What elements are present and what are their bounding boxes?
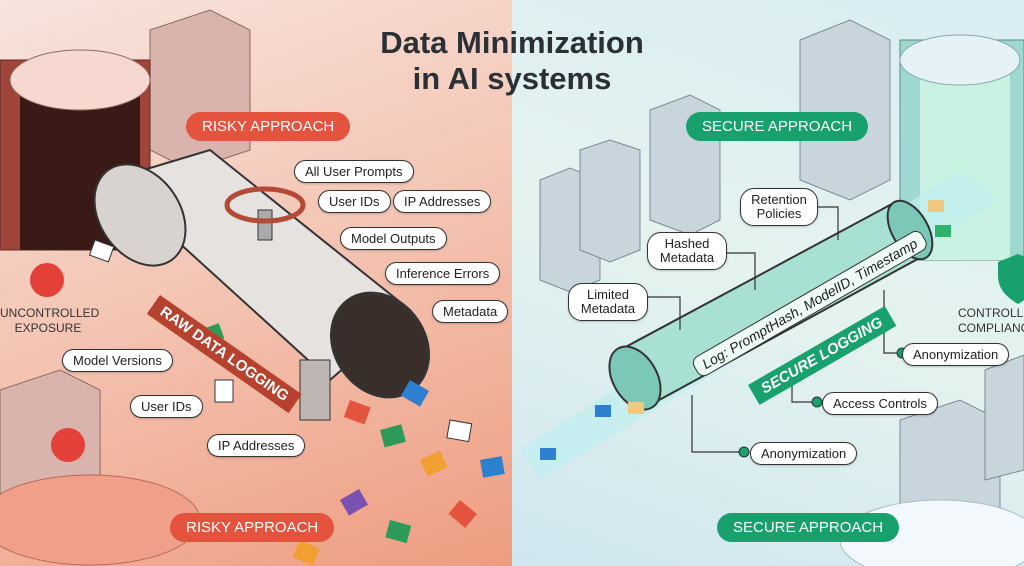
label-anonymization: Anonymization bbox=[902, 343, 1010, 366]
cloud-icon bbox=[899, 34, 1021, 86]
distressed-face-icon bbox=[51, 428, 85, 462]
risky-approach-badge-top: RISKY APPROACH bbox=[186, 112, 351, 141]
cloud-icon bbox=[9, 49, 151, 111]
label-model-outputs: Model Outputs bbox=[340, 227, 447, 250]
raw-data-pipe bbox=[93, 148, 431, 421]
label-metadata: Metadata bbox=[432, 300, 509, 323]
label-all-user-prompts: All User Prompts bbox=[294, 160, 414, 183]
label-limited-metadata: Limited Metadata bbox=[568, 283, 648, 321]
label-ip-addresses-2: IP Addresses bbox=[207, 434, 306, 457]
label-retention-policies: Retention Policies bbox=[740, 188, 818, 226]
controlled-compliance-label: CONTROLLED COMPLIANCE bbox=[958, 306, 1024, 335]
valve-wheel-icon bbox=[224, 186, 306, 241]
secure-approach-badge-top: SECURE APPROACH bbox=[686, 112, 869, 141]
label-user-ids-2: User IDs bbox=[130, 395, 203, 418]
cloud-icon bbox=[0, 474, 201, 566]
label-model-versions: Model Versions bbox=[62, 349, 173, 372]
scattered-documents bbox=[88, 239, 505, 566]
label-user-ids: User IDs bbox=[318, 190, 391, 213]
title-line-1: Data Minimization bbox=[380, 25, 644, 60]
envelope-icon bbox=[540, 200, 951, 460]
secure-approach-badge-bottom: SECURE APPROACH bbox=[717, 513, 900, 542]
label-access-controls: Access Controls bbox=[822, 392, 938, 415]
label-anonymization-2: Anonymization bbox=[750, 442, 858, 465]
sad-face-icon bbox=[30, 263, 64, 297]
title-line-2: in AI systems bbox=[412, 61, 612, 96]
label-ip-addresses: IP Addresses bbox=[393, 190, 492, 213]
uncontrolled-exposure-label: UNCONTROLLED EXPOSURE bbox=[0, 306, 100, 335]
label-hashed-metadata: Hashed Metadata bbox=[647, 232, 727, 270]
risky-approach-badge-bottom: RISKY APPROACH bbox=[170, 513, 335, 542]
label-inference-errors: Inference Errors bbox=[385, 262, 501, 285]
shield-icon bbox=[998, 254, 1024, 304]
